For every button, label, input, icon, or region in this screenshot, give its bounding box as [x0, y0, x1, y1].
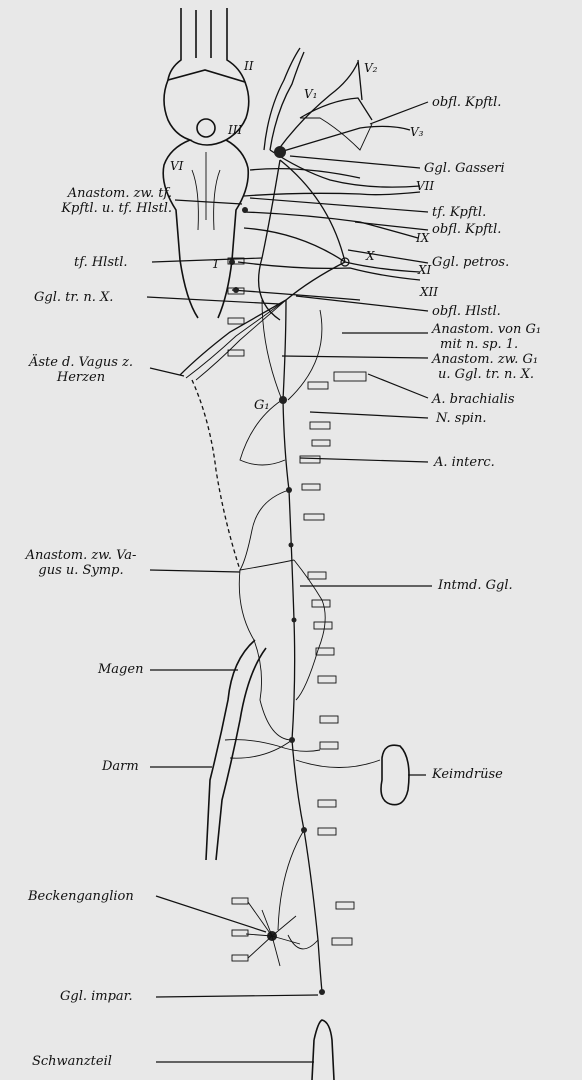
numeral-IX: IX	[415, 231, 430, 245]
label-keimdruese: Keimdrüse	[432, 767, 503, 782]
label-anastom-zw-g1-line2: u. Ggl. tr. n. X.	[432, 367, 538, 382]
numeral-XII: XII	[419, 285, 438, 299]
label-g1: G₁	[254, 398, 270, 413]
schwanzteil-outline	[312, 1020, 334, 1080]
numeral-XI: XI	[417, 263, 432, 277]
label-anastom-von-g1-line1: Anastom. von G₁	[432, 322, 541, 337]
spinal-nerve-stubs	[228, 258, 366, 961]
label-obfl-kpftl-2: obfl. Kpftl.	[432, 222, 501, 237]
label-tf-kpftl: tf. Kpftl.	[432, 205, 486, 220]
label-tf-hlstl: tf. Hlstl.	[74, 255, 128, 270]
numeral-III: III	[227, 123, 242, 137]
numeral-X: X	[365, 249, 375, 263]
label-ggl-petros: Ggl. petros.	[432, 255, 509, 270]
numeral-VI: VI	[170, 159, 184, 173]
cranial-nerves	[180, 48, 420, 380]
label-aeste-vagus: Äste d. Vagus z. Herzen	[6, 355, 156, 385]
label-intmd-ggl: Intmd. Ggl.	[438, 578, 513, 593]
label-anastom-zw-g1: Anastom. zw. G₁ u. Ggl. tr. n. X.	[432, 352, 538, 382]
label-a-brachialis: A. brachialis	[432, 392, 515, 407]
numeral-1: 1	[212, 257, 220, 271]
roman-numeral-labels: II III VI V₁ V₂ V₃ VII IX X XI XII 1	[170, 59, 438, 299]
sympathetic-trunk	[192, 300, 380, 995]
label-ggl-tr-n-x: Ggl. tr. n. X.	[34, 290, 113, 305]
label-a-interc: A. interc.	[434, 455, 495, 470]
leader-lines	[147, 102, 432, 1062]
keimdruese-organ	[381, 745, 409, 805]
label-schwanzteil: Schwanzteil	[32, 1054, 112, 1069]
label-anastom-vagus-symp-line2: gus u. Symp.	[6, 563, 156, 578]
label-anastom-kpftl-line2: Kpftl. u. tf. Hlstl.	[2, 201, 172, 216]
label-magen: Magen	[98, 662, 143, 677]
label-obfl-hlstl: obfl. Hlstl.	[432, 304, 501, 319]
numeral-V1: V₁	[304, 87, 317, 101]
numeral-VII: VII	[416, 179, 434, 193]
label-anastom-zw-g1-line1: Anastom. zw. G₁	[432, 352, 538, 367]
label-obfl-kpftl-top: obfl. Kpftl.	[432, 95, 501, 110]
label-anastom-von-g1-line2: mit n. sp. 1.	[432, 337, 541, 352]
label-anastom-vagus-symp: Anastom. zw. Va- gus u. Symp.	[6, 548, 156, 578]
label-anastom-von-g1: Anastom. von G₁ mit n. sp. 1.	[432, 322, 541, 352]
label-n-spin: N. spin.	[436, 411, 486, 426]
label-anastom-kpftl-line1: Anastom. zw. tf.	[2, 186, 172, 201]
numeral-V3: V₃	[410, 125, 424, 139]
label-aeste-vagus-line2: Herzen	[6, 370, 156, 385]
label-darm: Darm	[102, 759, 139, 774]
numeral-V2: V₂	[364, 61, 378, 75]
label-anastom-kpftl: Anastom. zw. tf. Kpftl. u. tf. Hlstl.	[2, 186, 172, 216]
label-beckenganglion: Beckenganglion	[28, 889, 134, 904]
label-anastom-vagus-symp-line1: Anastom. zw. Va-	[6, 548, 156, 563]
numeral-II: II	[243, 59, 254, 73]
label-aeste-vagus-line1: Äste d. Vagus z.	[6, 355, 156, 370]
label-ggl-gasseri: Ggl. Gasseri	[424, 161, 505, 176]
beckenganglion-node	[246, 902, 300, 966]
label-ggl-impar: Ggl. impar.	[60, 989, 133, 1004]
